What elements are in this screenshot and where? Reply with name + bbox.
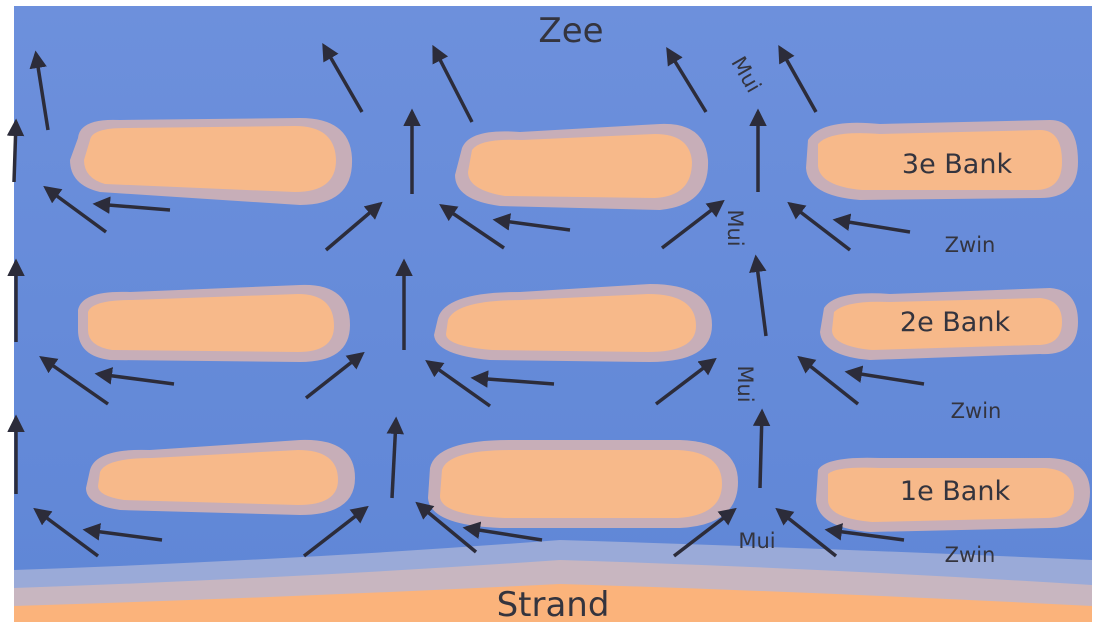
sandbank-core bbox=[84, 126, 336, 192]
sandbank-core bbox=[88, 294, 334, 352]
zwin-label-1: Zwin bbox=[945, 543, 996, 567]
zwin-label-2: Zwin bbox=[951, 399, 1002, 423]
mui-label-upper: Mui bbox=[723, 209, 747, 246]
sandbank-core bbox=[468, 134, 692, 198]
beach-label: Strand bbox=[497, 585, 610, 625]
sea-label: Zee bbox=[538, 11, 603, 51]
bank-2-label: 2e Bank bbox=[900, 307, 1011, 338]
sandbank-core bbox=[446, 294, 696, 352]
arrow-icon bbox=[760, 412, 762, 488]
bank-1-label: 1e Bank bbox=[900, 476, 1011, 507]
arrow-icon bbox=[14, 122, 16, 182]
bank-3-label: 3e Bank bbox=[902, 149, 1013, 180]
sandbank-core bbox=[440, 450, 722, 518]
mui-label-bottom: Mui bbox=[738, 529, 775, 553]
zwin-label-3: Zwin bbox=[945, 233, 996, 257]
mui-label-middle: Mui bbox=[733, 365, 757, 402]
